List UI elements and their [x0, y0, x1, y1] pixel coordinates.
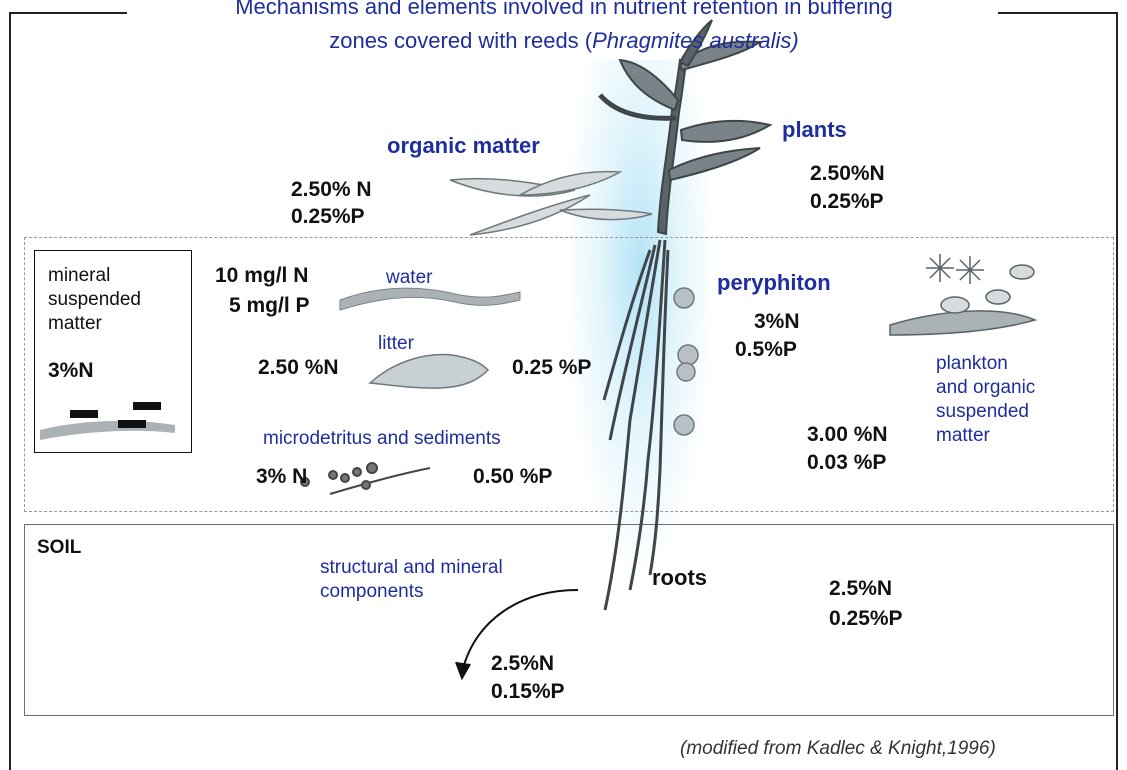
peryphiton-n: 3%N — [754, 308, 800, 335]
peryphiton-icon — [674, 288, 698, 435]
roots-n: 2.5%N — [829, 575, 892, 602]
plankton-n: 3.00 %N — [807, 421, 888, 448]
microdetritus-icon — [301, 463, 430, 494]
peryphiton-p: 0.5%P — [735, 336, 797, 363]
litter-leaf-icon — [370, 355, 488, 389]
organic-matter-n: 2.50% N — [291, 176, 372, 203]
mineral-suspended-n: 3%N — [48, 357, 94, 384]
water-label: water — [386, 266, 432, 290]
roots-p: 0.25%P — [829, 605, 903, 632]
soil-label: SOIL — [37, 536, 81, 560]
litter-n: 2.50 %N — [258, 354, 339, 381]
dead-leaf-icon — [450, 172, 652, 235]
structural-p: 0.15%P — [491, 678, 565, 705]
structural-label: structural and mineral components — [320, 556, 503, 604]
roots-label: roots — [652, 564, 707, 592]
microdetritus-n: 3% N — [256, 463, 307, 490]
plants-p: 0.25%P — [810, 188, 884, 215]
mineral-particles-icon — [40, 402, 175, 440]
water-p: 5 mg/l P — [229, 292, 310, 319]
microdetritus-label: microdetritus and sediments — [263, 427, 501, 451]
microdetritus-p: 0.50 %P — [473, 463, 552, 490]
plankton-icon — [890, 254, 1035, 335]
litter-p: 0.25 %P — [512, 354, 591, 381]
diagram-title: Mechanisms and elements involved in nutr… — [130, 0, 998, 56]
peryphiton-label: peryphiton — [717, 269, 831, 297]
roots-icon — [604, 240, 668, 610]
title-line1: Mechanisms and elements involved in nutr… — [130, 0, 998, 22]
organic-matter-p: 0.25%P — [291, 203, 365, 230]
plankton-label: plankton and organic suspended matter — [936, 352, 1035, 448]
plants-label: plants — [782, 116, 847, 144]
plants-n: 2.50%N — [810, 160, 885, 187]
organic-matter-label: organic matter — [387, 132, 540, 160]
water-wave-icon — [340, 288, 520, 310]
title-line2: zones covered with reeds (Phragmites aus… — [130, 26, 998, 56]
credit-text: (modified from Kadlec & Knight,1996) — [680, 737, 996, 761]
water-n: 10 mg/l N — [215, 262, 308, 289]
litter-label: litter — [378, 332, 414, 356]
plankton-p: 0.03 %P — [807, 449, 886, 476]
structural-n: 2.5%N — [491, 650, 554, 677]
mineral-suspended-label: mineral suspended matter — [48, 264, 141, 336]
